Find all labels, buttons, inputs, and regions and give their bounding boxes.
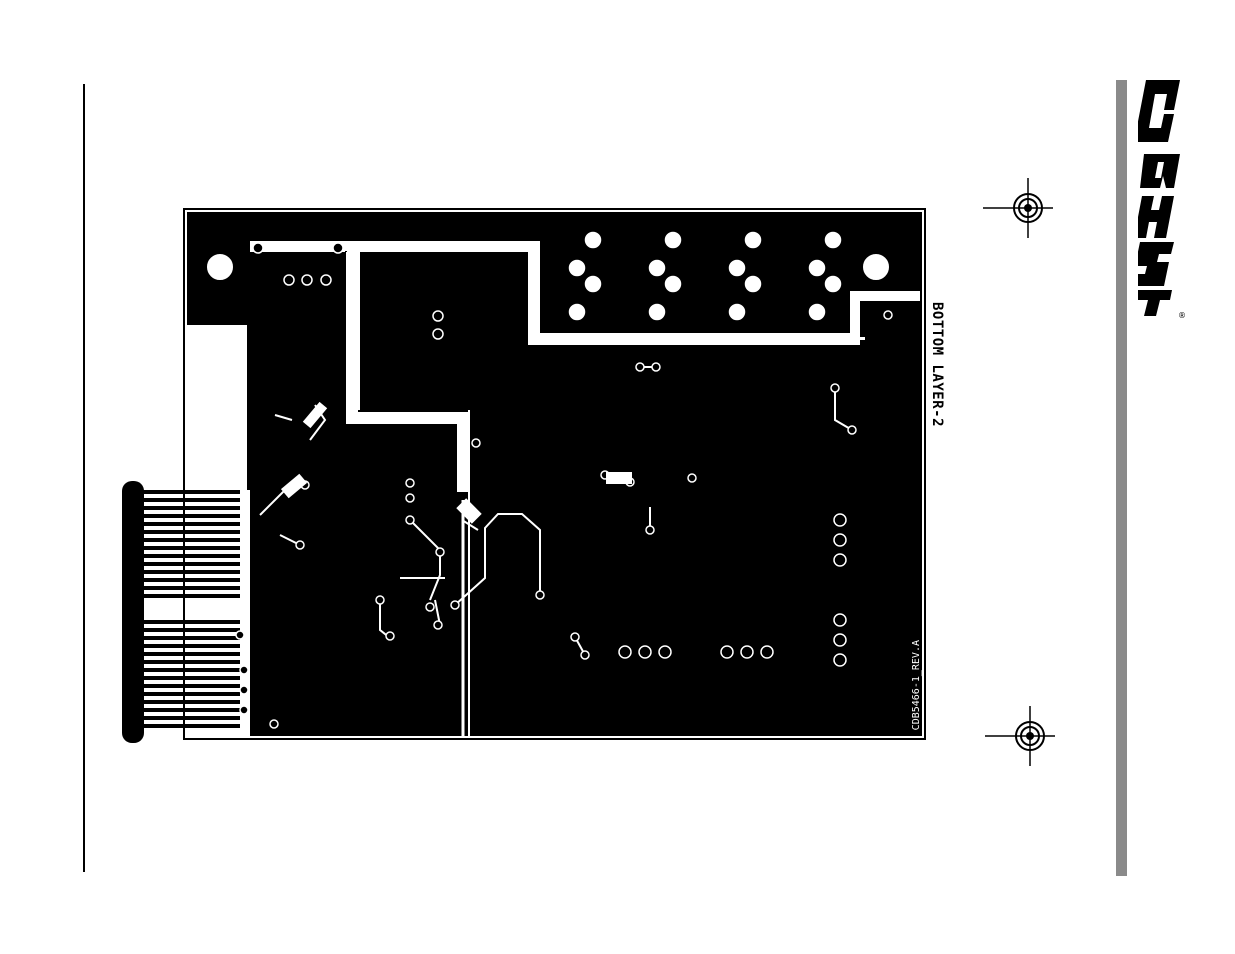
- board-part-label: CDB5466-1_REV.A: [911, 640, 922, 730]
- fiducial: [886, 698, 912, 724]
- layer-title: BOTTOM LAYER-2: [929, 302, 945, 427]
